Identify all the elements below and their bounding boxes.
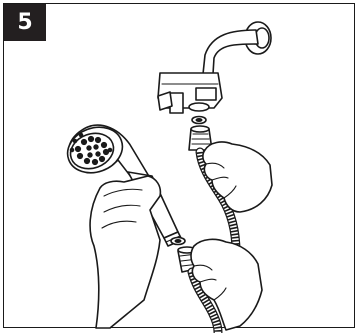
- hand-lower-left-icon: [90, 176, 160, 328]
- shower-arm-icon: [203, 30, 258, 74]
- hand-lower-right-icon: [191, 239, 262, 330]
- hand-upper-icon: [203, 142, 272, 212]
- shower-holder-mount-icon: [158, 73, 222, 113]
